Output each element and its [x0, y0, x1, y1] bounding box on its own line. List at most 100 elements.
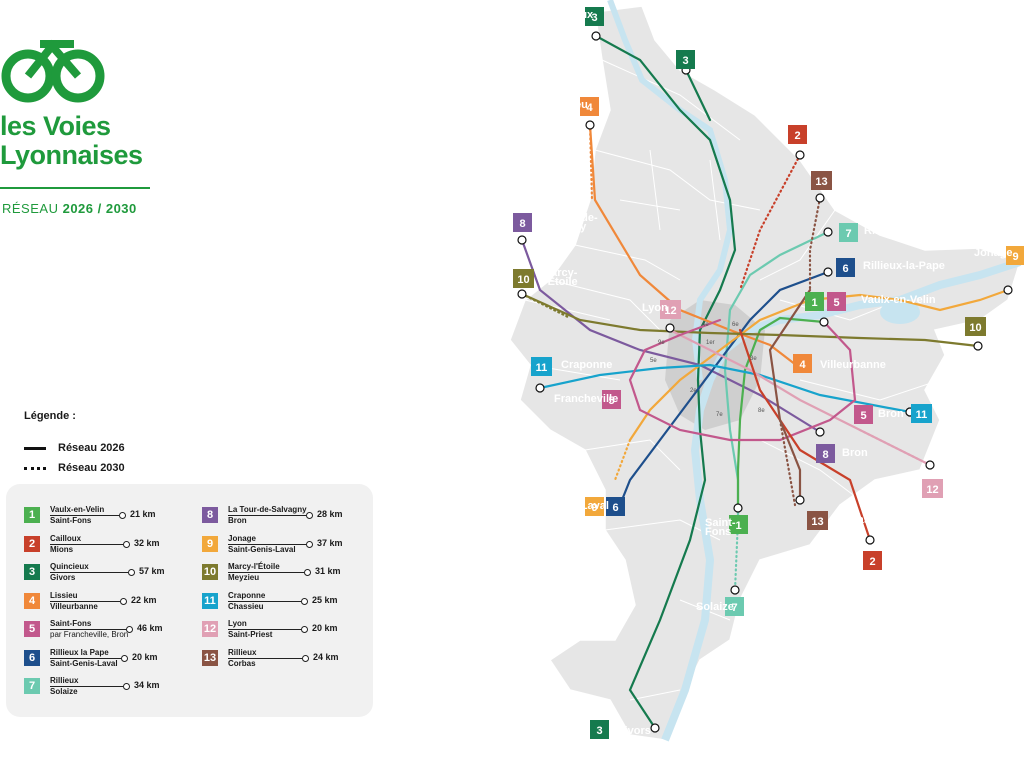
route-from: Rillieux la Pape	[50, 647, 109, 657]
route-km: 37 km	[317, 537, 343, 548]
city-label: Vaulx-en-Velin	[861, 294, 936, 306]
route-from: Lissieu	[50, 590, 78, 600]
line-badge-number: 13	[811, 516, 823, 528]
city-label: Villeurbanne	[820, 359, 886, 371]
line-badge-number: 3	[682, 55, 688, 67]
route-length-bar	[228, 572, 304, 573]
route-end-dot-icon	[128, 569, 135, 576]
arr-9e: 9e	[658, 340, 665, 346]
city-label-line2: Salvagny	[538, 221, 587, 233]
line-badge-2	[788, 125, 807, 144]
dotted-line-icon	[24, 466, 46, 470]
map-line-3b	[684, 68, 712, 122]
route-to: Mions	[50, 544, 74, 554]
route-km: 20 km	[312, 623, 338, 633]
solid-line-icon	[24, 446, 46, 450]
route-length-bar	[50, 657, 121, 659]
line-badge-3	[676, 50, 695, 69]
arr-4e: 4e	[702, 322, 709, 328]
city-label: Quincieux	[540, 9, 594, 21]
city-label: Jonage	[974, 247, 1013, 259]
route-from: Rillieux	[50, 676, 79, 685]
route-badge: 4	[24, 592, 40, 609]
city-label: Saint-	[705, 517, 736, 529]
brand-title: les Voies Lyonnaises	[0, 112, 143, 170]
line-badge-number: 10	[969, 322, 981, 334]
line-badge-number: 4	[586, 102, 593, 114]
line-badge-number: 12	[664, 305, 676, 317]
legend-label: Réseau 2030	[58, 462, 125, 474]
line-badge-8	[513, 213, 532, 232]
legend-title: Légende :	[24, 410, 76, 422]
city-label: Craponne	[561, 359, 612, 371]
route-length-bar	[50, 543, 123, 545]
route-to: Bron	[228, 516, 247, 525]
route-badge: 8	[202, 507, 218, 523]
line-badge-number: 6	[612, 502, 618, 514]
arr-1er: 1er	[706, 340, 715, 346]
map-line-5	[628, 318, 857, 442]
terminus-dot-icon	[865, 535, 875, 545]
map-line-1	[736, 316, 826, 510]
route-from: Craponne	[228, 590, 266, 600]
terminus-dot-icon	[973, 341, 983, 351]
route-to: Villeurbanne	[50, 601, 98, 611]
line-badge-number: 1	[811, 297, 817, 309]
map-line-3	[594, 34, 737, 730]
city-label: Bron	[842, 447, 868, 459]
terminus-dot-icon	[823, 267, 833, 277]
terminus-dot-icon	[535, 383, 545, 393]
line-badge-number: 13	[815, 176, 827, 188]
city-label-line2: Fons	[705, 526, 731, 538]
city-label-line2: l'Étoile	[542, 275, 578, 288]
terminus-dot-icon	[823, 227, 833, 237]
route-km: 21 km	[130, 509, 156, 519]
line-badge-12	[922, 479, 943, 498]
map-line-10	[520, 292, 980, 348]
line-badge-4	[793, 354, 812, 373]
city-label: Marcy-	[542, 267, 578, 279]
map-line-7	[723, 230, 830, 522]
route-badge: 1	[24, 507, 40, 523]
line-badge-number: 11	[916, 409, 928, 421]
brand-subtitle: RÉSEAU 2026 / 2030	[2, 201, 137, 216]
line-badge-number: 12	[926, 484, 938, 496]
city-label: Rillieux-la-Pape	[841, 173, 923, 185]
arr-6e: 6e	[732, 322, 739, 328]
route-length-bar	[50, 600, 120, 602]
terminus-dot-icon	[733, 503, 743, 513]
legend-item-dotted: Réseau 2030	[24, 458, 364, 478]
line-badge-5	[602, 390, 621, 409]
line-badge-9	[1006, 246, 1024, 265]
route-end-dot-icon	[120, 597, 127, 605]
map-dotted-4	[588, 123, 594, 202]
route-end-dot-icon	[301, 597, 308, 605]
line-badge-1	[729, 515, 748, 534]
bike-logo-icon	[1, 39, 105, 103]
route-from: Quincieux	[50, 562, 89, 571]
line-badge-number: 3	[596, 725, 602, 737]
terminus-dot-icon	[795, 495, 805, 505]
route-length-bar	[50, 686, 123, 687]
route-end-dot-icon	[306, 540, 313, 548]
route-badge: 7	[24, 678, 40, 694]
terminus-dot-icon	[795, 150, 805, 160]
line-badge-number: 9	[1012, 251, 1018, 263]
